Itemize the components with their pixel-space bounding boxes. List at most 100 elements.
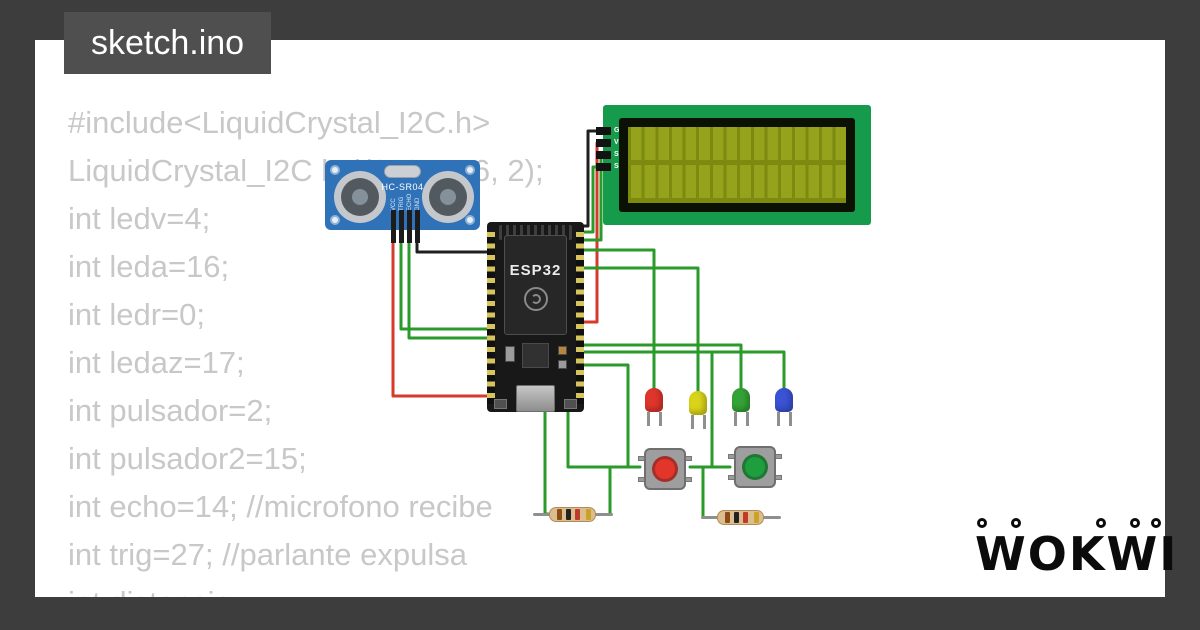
sensor-pin-label-trig: TRIG: [399, 196, 405, 211]
logo-dot: [977, 518, 987, 528]
button-body[interactable]: [644, 448, 686, 490]
sensor-pin-label-gnd: GND: [415, 197, 421, 211]
sketch-tab[interactable]: sketch.ino: [64, 12, 272, 74]
logo-dot: [1151, 518, 1161, 528]
lcd-pin-sda[interactable]: [596, 151, 611, 159]
code-line: int leda=16;: [68, 249, 230, 284]
esp32-pin-header-right[interactable]: [576, 232, 584, 404]
espressif-logo-icon: [523, 287, 548, 311]
wire[interactable]: [582, 350, 786, 392]
code-line: int pulsador2=15;: [68, 441, 307, 476]
regulator-chip: [505, 346, 515, 362]
mounting-hole: [330, 165, 340, 175]
resistor-band: [754, 512, 759, 523]
boot-button[interactable]: [564, 399, 577, 409]
sensor-pin-label-echo: ECHO: [407, 193, 413, 211]
logo-dot: [1096, 518, 1106, 528]
wire[interactable]: [582, 343, 743, 392]
code-preview: #include<LiquidCrystal_I2C.h> LiquidCrys…: [35, 40, 1165, 597]
resistor-body: [549, 507, 596, 522]
led-blue[interactable]: [775, 388, 793, 428]
lcd1602-display[interactable]: GND VCC SDA SCL: [596, 105, 871, 225]
led-yellow[interactable]: [689, 391, 707, 431]
crystal-oscillator: [384, 165, 421, 178]
resistor-2[interactable]: [701, 510, 781, 526]
esp32-module-shield: ESP32: [504, 235, 567, 335]
resistor-band: [725, 512, 730, 523]
en-button[interactable]: [494, 399, 507, 409]
esp32-pin-header-left[interactable]: [487, 232, 495, 404]
wokwi-logo: WOKWI: [975, 518, 1179, 581]
capacitor: [558, 346, 567, 355]
wire[interactable]: [582, 266, 700, 394]
ultrasonic-sensor-hcsr04[interactable]: HC-SR04 VCC TRIG ECHO GND: [325, 160, 480, 243]
lcd-pin-vcc[interactable]: [596, 139, 611, 147]
capacitor: [558, 360, 567, 369]
mounting-hole: [330, 215, 340, 225]
sensor-pin-trig[interactable]: [399, 210, 404, 243]
lcd-screen: [628, 127, 846, 203]
button-body[interactable]: [734, 446, 776, 488]
sensor-label: HC-SR04: [381, 182, 424, 192]
code-line: int ledr=0;: [68, 297, 206, 332]
esp32-label: ESP32: [509, 262, 562, 279]
wire[interactable]: [582, 248, 656, 392]
code-line: int pulsador=2;: [68, 393, 273, 428]
mounting-hole: [465, 215, 475, 225]
usb-uart-chip: [522, 343, 549, 368]
led-bulb: [775, 388, 793, 412]
lcd-bezel: [619, 118, 855, 212]
sensor-pin-label-vcc: VCC: [391, 198, 397, 211]
resistor-band: [566, 509, 571, 520]
esp32-board[interactable]: ESP32: [487, 222, 584, 412]
code-line: int trig=27; //parlante expulsa: [68, 537, 467, 572]
logo-text: WOKWI: [975, 527, 1179, 581]
pushbutton-red[interactable]: [638, 448, 692, 490]
transducer-core: [352, 189, 368, 205]
lcd-pin-scl[interactable]: [596, 163, 611, 171]
button-cap[interactable]: [742, 454, 768, 480]
sensor-pin-vcc[interactable]: [391, 210, 396, 243]
transducer-left: [334, 171, 386, 223]
pushbutton-green[interactable]: [728, 446, 782, 488]
resistor-band: [734, 512, 739, 523]
wire[interactable]: [407, 242, 491, 340]
wire[interactable]: [543, 410, 553, 516]
wire[interactable]: [582, 363, 630, 469]
logo-dot: [1011, 518, 1021, 528]
led-leads: [733, 412, 749, 426]
mounting-hole: [465, 165, 475, 175]
code-line: int ledv=4;: [68, 201, 211, 236]
micro-usb-port: [516, 385, 555, 412]
transducer-ring: [341, 178, 379, 216]
code-line: #include<LiquidCrystal_I2C.h>: [68, 105, 491, 140]
led-red[interactable]: [645, 388, 663, 428]
led-bulb: [732, 388, 750, 412]
wire[interactable]: [582, 129, 605, 228]
code-line: int echo=14; //microfono recibe: [68, 489, 493, 524]
wire[interactable]: [399, 242, 491, 331]
sensor-pin-echo[interactable]: [407, 210, 412, 243]
led-green[interactable]: [732, 388, 750, 428]
led-leads: [690, 415, 706, 429]
transducer-core: [440, 189, 456, 205]
logo-dot: [1130, 518, 1140, 528]
resistor-band: [586, 509, 591, 520]
resistor-band: [743, 512, 748, 523]
wire[interactable]: [391, 242, 491, 398]
lcd-pin-gnd[interactable]: [596, 127, 611, 135]
code-line: int ledaz=17;: [68, 345, 245, 380]
resistor-band: [557, 509, 562, 520]
led-bulb: [689, 391, 707, 415]
button-cap[interactable]: [652, 456, 678, 482]
sensor-pin-gnd[interactable]: [415, 210, 420, 243]
led-leads: [776, 412, 792, 426]
led-leads: [646, 412, 662, 426]
code-line: int distancia;: [68, 579, 1165, 597]
wire[interactable]: [566, 410, 642, 469]
resistor-1[interactable]: [533, 507, 613, 523]
resistor-body: [717, 510, 764, 525]
led-bulb: [645, 388, 663, 412]
tab-label: sketch.ino: [91, 23, 245, 62]
